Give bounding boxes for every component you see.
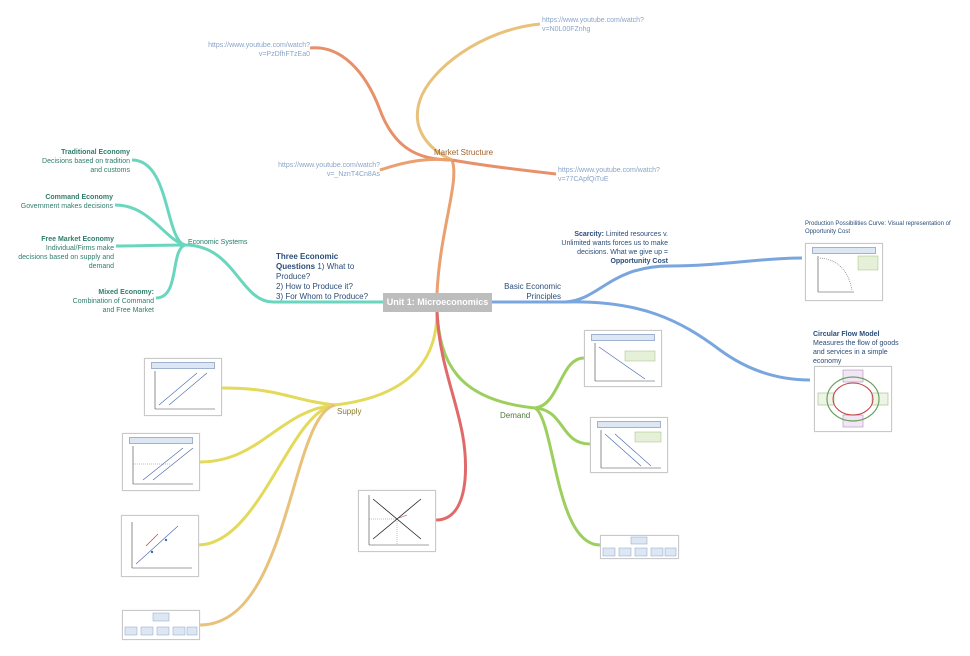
circular-flow-image[interactable]: [814, 366, 892, 432]
supply-image-3[interactable]: [121, 515, 199, 577]
scarcity-title: Scarcity:: [574, 231, 604, 238]
branch-ms-link-1: [415, 22, 541, 162]
branch-ms-link-2: [309, 46, 453, 162]
demand-image-1-header: [591, 334, 655, 341]
es-free-market[interactable]: Free Market Economy Individual/Firms mak…: [18, 235, 114, 271]
es-free-market-title: Free Market Economy: [41, 236, 114, 243]
circular-flow-graphic: [817, 369, 889, 428]
demand-image-2-header: [597, 421, 661, 428]
demand-image-1-graphic: [594, 343, 656, 382]
scarcity-node[interactable]: Scarcity: Limited resources v. Unlimited…: [560, 230, 668, 266]
es-traditional-desc: Decisions based on tradition and customs: [42, 158, 130, 174]
three-questions-node[interactable]: Three Economic Questions 1) What to Prod…: [276, 252, 372, 302]
es-command-desc: Government makes decisions: [20, 203, 113, 210]
es-free-market-desc: Individual/Firms make decisions based on…: [18, 245, 114, 270]
economic-systems-node[interactable]: Economic Systems: [188, 239, 248, 246]
supply-image-4-graphic: [124, 612, 198, 636]
demand-image-3[interactable]: [600, 535, 679, 559]
branch-ms-link-3: [379, 157, 453, 172]
supply-image-2-graphic: [132, 446, 194, 485]
branch-supply-4: [199, 403, 336, 627]
branch-demand-3: [533, 406, 601, 547]
es-mixed-title: Mixed Economy:: [98, 289, 154, 296]
branch-ms-link-4: [451, 158, 557, 176]
three-questions-q3: 3) For Whom to Produce?: [276, 292, 369, 301]
branch-equilibrium: [435, 311, 468, 522]
supply-image-1[interactable]: [144, 358, 222, 416]
equilibrium-image[interactable]: [358, 490, 436, 552]
three-questions-q2: 2) How to Produce it?: [276, 282, 353, 291]
ppc-chart-graphic: [817, 255, 879, 293]
branch-es-mixed: [155, 243, 186, 300]
supply-image-1-header: [151, 362, 215, 369]
es-command-title: Command Economy: [45, 194, 113, 201]
es-command[interactable]: Command Economy Government makes decisio…: [18, 193, 113, 211]
ms-link-1[interactable]: https://www.youtube.com/watch?v=N0L00FZn…: [542, 17, 644, 33]
branch-es-free: [115, 243, 186, 248]
branch-supply: [334, 311, 439, 407]
branch-supply-3: [197, 403, 336, 547]
supply-image-2-header: [129, 437, 193, 444]
circular-flow-title: Circular Flow Model: [813, 331, 880, 338]
ms-link-3[interactable]: https://www.youtube.com/watch?v=_NznT4Cn…: [278, 162, 380, 178]
es-traditional[interactable]: Traditional Economy Decisions based on t…: [40, 148, 130, 175]
supply-image-2[interactable]: [122, 433, 200, 491]
branch-es-command: [114, 203, 186, 247]
ppc-chart-image[interactable]: [805, 243, 883, 301]
basic-principles-node[interactable]: Basic Economic Principles: [504, 282, 561, 301]
branch-bp-circular: [564, 300, 811, 382]
circular-flow-node[interactable]: Circular Flow Model Measures the flow of…: [813, 330, 905, 366]
supply-node[interactable]: Supply: [337, 407, 362, 416]
supply-image-3-graphic: [131, 522, 192, 569]
branch-supply-2: [199, 403, 336, 464]
equilibrium-graphic: [368, 495, 429, 546]
es-mixed-desc: Combination of Command and Free Market: [72, 298, 154, 314]
ms-link-4[interactable]: https://www.youtube.com/watch?v=77CApfQi…: [558, 167, 660, 183]
demand-node[interactable]: Demand: [500, 411, 531, 420]
root-node[interactable]: Unit 1: Microeconomics: [383, 293, 492, 312]
scarcity-text: Limited resources v. Unlimited wants for…: [561, 231, 668, 256]
supply-image-1-graphic: [154, 371, 215, 410]
branch-market-structure: [435, 159, 456, 294]
demand-image-2[interactable]: [590, 417, 668, 473]
demand-image-2-graphic: [600, 430, 662, 469]
es-mixed[interactable]: Mixed Economy: Combination of Command an…: [68, 288, 154, 315]
branch-economic-systems: [184, 243, 274, 304]
demand-image-1[interactable]: [584, 330, 662, 387]
branch-bp-scarcity: [564, 264, 671, 304]
ppc-chart-header: [812, 247, 876, 254]
branch-bp-ppc: [669, 256, 803, 268]
ms-link-2[interactable]: https://www.youtube.com/watch?v=PzDfhFTz…: [208, 42, 310, 58]
branch-supply-1: [221, 386, 336, 407]
ppc-label[interactable]: Production Possibilities Curve: Visual r…: [805, 221, 951, 235]
es-traditional-title: Traditional Economy: [61, 149, 130, 156]
branch-es-traditional: [131, 158, 186, 247]
branch-demand-2: [534, 406, 591, 446]
circular-flow-desc: Measures the flow of goods and services …: [813, 340, 899, 365]
market-structure-node[interactable]: Market Structure: [434, 148, 494, 157]
supply-image-4[interactable]: [122, 610, 200, 640]
demand-image-3-graphic: [602, 536, 677, 557]
opportunity-cost: Opportunity Cost: [610, 258, 668, 265]
three-questions-q1: 1) What to Produce?: [276, 262, 355, 281]
three-questions-title: Three Economic Questions: [276, 252, 339, 271]
branch-demand-1: [534, 356, 585, 410]
